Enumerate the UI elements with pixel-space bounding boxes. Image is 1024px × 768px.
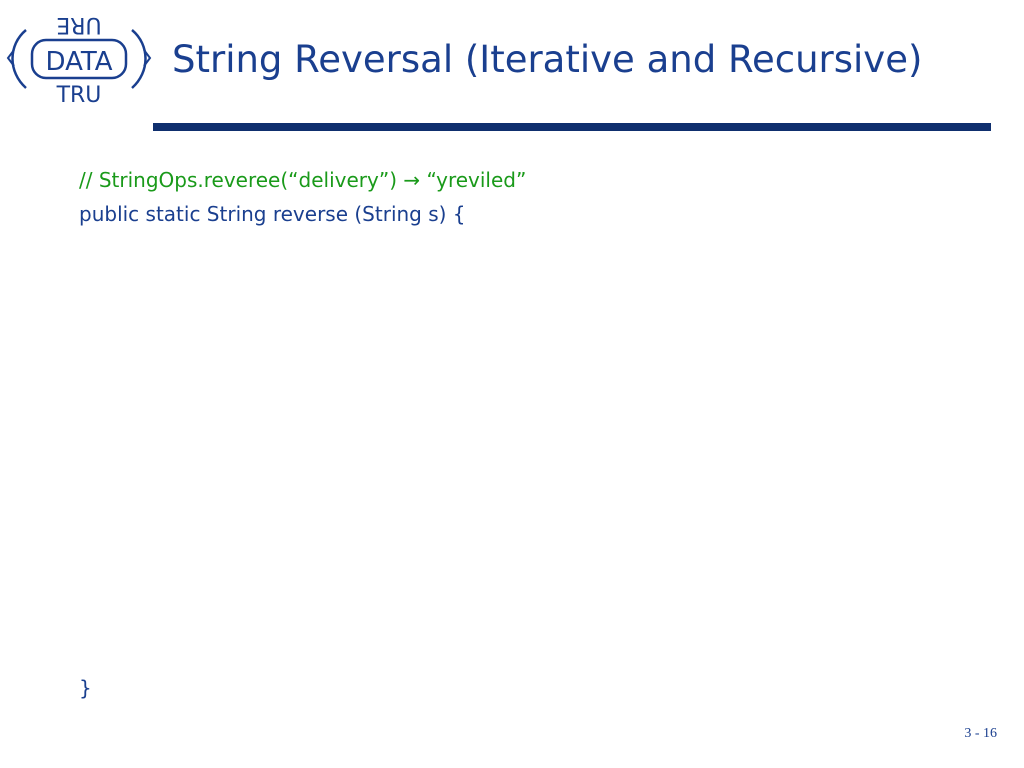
title-divider (153, 123, 991, 131)
data-structures-logo: DATA URE TRU (6, 10, 152, 108)
code-closing-brace: } (79, 676, 92, 700)
code-comment: // StringOps.reveree(“delivery”) → “yrev… (79, 168, 527, 192)
logo-top-text: URE (56, 12, 101, 37)
page-number: 3 - 16 (964, 726, 997, 741)
logo-graphic: DATA URE TRU (6, 12, 152, 108)
slide-title: String Reversal (Iterative and Recursive… (172, 38, 923, 81)
logo-bottom-text: TRU (56, 83, 102, 106)
code-method-signature: public static String reverse (String s) … (79, 202, 466, 226)
logo-center-text: DATA (46, 47, 113, 77)
